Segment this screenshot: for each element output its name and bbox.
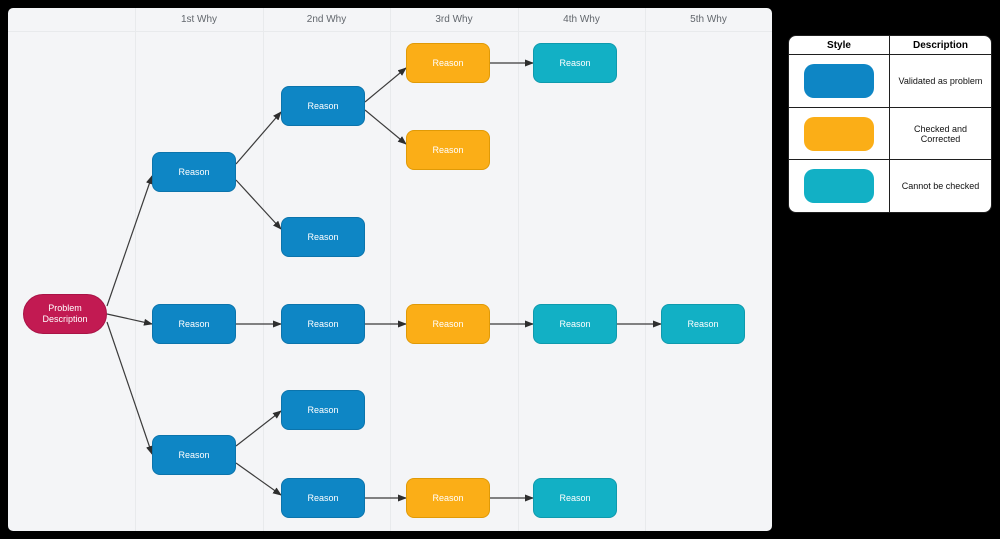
- column-separator: [645, 8, 646, 531]
- five-whys-board: 1st Why 2nd Why 3rd Why 4th Why 5th Why Prob…: [8, 8, 772, 531]
- reason-node[interactable]: Reason: [281, 478, 365, 518]
- legend-header-description: Description: [912, 39, 968, 51]
- legend-header-style: Style: [789, 36, 890, 54]
- reason-node[interactable]: Reason: [406, 304, 490, 344]
- legend-style-cell: [789, 107, 890, 160]
- legend-description: Cannot be checked: [901, 181, 980, 192]
- legend-description: Checked and Corrected: [913, 123, 968, 144]
- reason-node[interactable]: Reason: [406, 478, 490, 518]
- legend-description: Validated as problem: [898, 75, 983, 86]
- column-header-4th-why: 4th Why: [563, 14, 600, 25]
- edge-layer: [106, 59, 662, 502]
- reason-node[interactable]: Reason: [281, 217, 365, 257]
- column-separator: [263, 8, 264, 531]
- connector-arrow: [235, 179, 282, 230]
- connector-arrow: [364, 67, 407, 103]
- reason-node[interactable]: Reason: [152, 435, 236, 475]
- reason-node[interactable]: Reason: [281, 390, 365, 430]
- problem-description-node[interactable]: Problem Description: [23, 294, 107, 334]
- column-header-3rd-why: 3rd Why: [435, 14, 473, 25]
- legend-swatch-blue: [804, 63, 874, 98]
- connector-arrow: [364, 109, 407, 145]
- legend-header-row: Style Description: [789, 36, 991, 55]
- reason-node[interactable]: Reason: [533, 304, 617, 344]
- column-separator: [518, 8, 519, 531]
- connector-arrow: [235, 410, 282, 447]
- connector-arrow: [235, 111, 282, 165]
- column-separator: [135, 8, 136, 531]
- legend-row: Checked and Corrected: [789, 107, 991, 161]
- legend-style-cell: [789, 160, 890, 212]
- connector-arrow: [106, 175, 153, 307]
- reason-node[interactable]: Reason: [152, 152, 236, 192]
- legend-swatch-teal: [804, 169, 874, 204]
- column-header-1st-why: 1st Why: [180, 14, 218, 25]
- reason-node[interactable]: Reason: [281, 86, 365, 126]
- reason-node[interactable]: Reason: [406, 130, 490, 170]
- legend-row: Validated as problem: [789, 55, 991, 108]
- legend-row: Cannot be checked: [789, 160, 991, 212]
- connector-arrow: [235, 462, 282, 496]
- column-header-2nd-why: 2nd Why: [306, 14, 347, 25]
- reason-node[interactable]: Reason: [661, 304, 745, 344]
- column-header-5th-why: 5th Why: [690, 14, 727, 25]
- connector-arrow: [106, 313, 153, 326]
- legend-swatch-orange: [804, 116, 874, 151]
- reason-node[interactable]: Reason: [152, 304, 236, 344]
- legend-style-cell: [789, 55, 890, 107]
- reason-node[interactable]: Reason: [533, 43, 617, 83]
- reason-node[interactable]: Reason: [533, 478, 617, 518]
- reason-node[interactable]: Reason: [281, 304, 365, 344]
- connector-arrow: [106, 321, 153, 455]
- header-divider: [8, 31, 772, 32]
- reason-node[interactable]: Reason: [406, 43, 490, 83]
- column-separator: [390, 8, 391, 531]
